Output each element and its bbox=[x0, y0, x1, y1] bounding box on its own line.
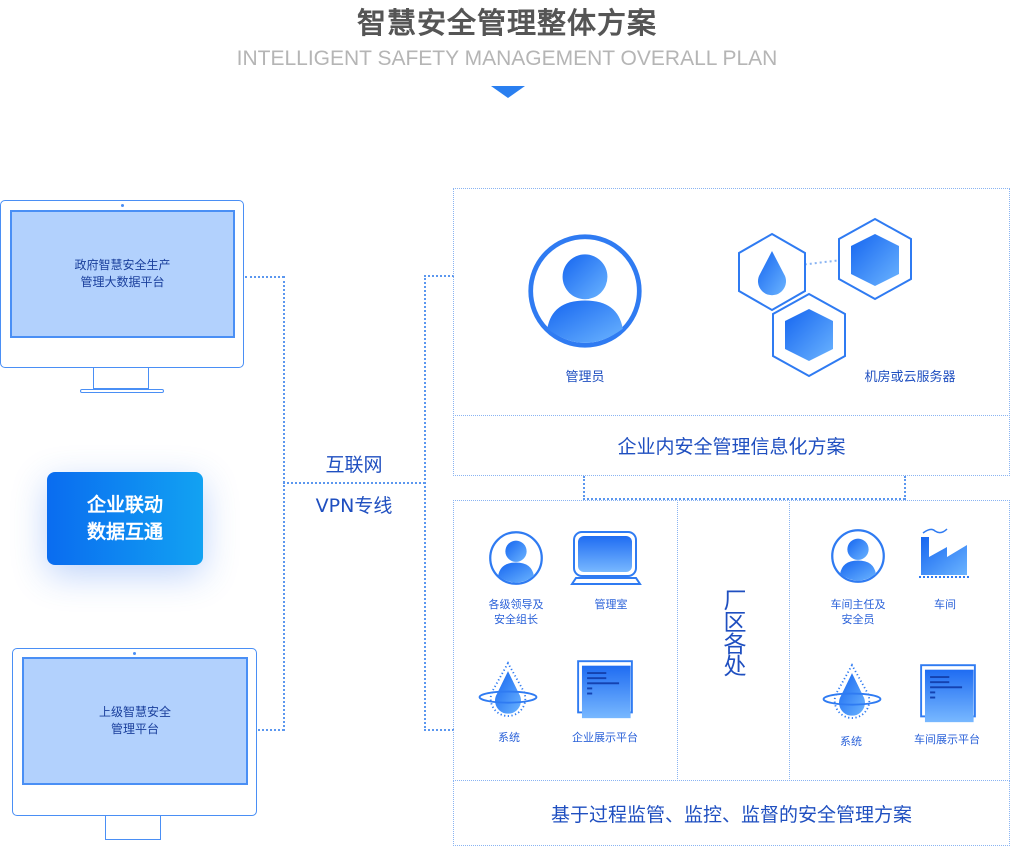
monitor-screen: 上级智慧安全管理平台 bbox=[22, 657, 248, 785]
workshop-display-label: 车间展示平台 bbox=[914, 733, 980, 746]
director-label-line: 安全员 bbox=[841, 613, 875, 626]
workshop-label: 车间 bbox=[934, 598, 956, 611]
connector bbox=[258, 729, 284, 731]
server-label: 机房或云服务器 bbox=[864, 370, 956, 385]
connector bbox=[424, 729, 454, 731]
badge-line: 数据互通 bbox=[86, 520, 163, 543]
camera-dot bbox=[133, 652, 136, 655]
camera-dot bbox=[121, 204, 124, 207]
display-platform-icon bbox=[572, 658, 638, 722]
connector bbox=[283, 276, 285, 731]
page-title: 智慧安全管理整体方案 bbox=[356, 6, 657, 40]
badge-line: 企业联动 bbox=[86, 493, 163, 516]
monitor-label: 政府智慧安全生产 bbox=[74, 258, 171, 272]
director-label-line: 车间主任及 bbox=[830, 598, 886, 611]
connector bbox=[904, 476, 906, 500]
director-icon bbox=[830, 528, 886, 584]
plant-bar: 基于过程监管、监控、监督的安全管理方案 bbox=[453, 780, 1010, 846]
director-label: 车间主任及安全员 bbox=[812, 597, 904, 627]
enterprise-bar-label: 企业内安全管理信息化方案 bbox=[617, 436, 846, 458]
connector bbox=[424, 275, 454, 277]
linkage-badge: 企业联动数据互通 bbox=[47, 472, 203, 565]
connector bbox=[245, 276, 284, 278]
display-platform-icon bbox=[915, 662, 981, 726]
connector bbox=[424, 275, 426, 731]
plant-areas-label: 厂区各处 bbox=[723, 588, 747, 680]
leader-icon bbox=[488, 530, 544, 586]
water-system-icon bbox=[821, 662, 883, 730]
monitor-stand bbox=[105, 815, 161, 840]
leader-label: 各级领导及安全组长 bbox=[470, 597, 562, 627]
monitor-stand bbox=[93, 367, 149, 389]
factory-icon bbox=[919, 528, 969, 578]
admin-icon bbox=[526, 232, 644, 350]
admin-label: 管理员 bbox=[565, 370, 605, 385]
connector bbox=[283, 482, 425, 484]
connector bbox=[583, 476, 585, 500]
water-system-icon bbox=[477, 660, 539, 728]
monitor-gov-platform: 政府智慧安全生产管理大数据平台 bbox=[0, 200, 244, 368]
vpn-label: VPN专线 bbox=[315, 495, 393, 517]
monitor-superior-platform: 上级智慧安全管理平台 bbox=[12, 648, 257, 816]
enterprise-display-label: 企业展示平台 bbox=[572, 731, 638, 744]
down-arrow-icon bbox=[491, 86, 525, 98]
monitor-screen: 政府智慧安全生产管理大数据平台 bbox=[10, 210, 235, 338]
internet-label: 互联网 bbox=[325, 454, 383, 476]
connector bbox=[583, 498, 905, 500]
server-icon bbox=[738, 217, 912, 378]
system-label: 系统 bbox=[498, 731, 520, 744]
page-subtitle: INTELLIGENT SAFETY MANAGEMENT OVERALL PL… bbox=[236, 47, 778, 70]
system-label: 系统 bbox=[840, 735, 862, 748]
leader-label-line: 安全组长 bbox=[494, 613, 538, 626]
monitor-label: 管理平台 bbox=[110, 722, 159, 736]
monitor-base bbox=[80, 389, 164, 393]
room-label: 管理室 bbox=[594, 598, 628, 611]
monitor-label: 管理大数据平台 bbox=[80, 275, 165, 289]
leader-label-line: 各级领导及 bbox=[488, 598, 544, 611]
plant-bar-label: 基于过程监管、监控、监督的安全管理方案 bbox=[550, 803, 912, 826]
monitor-label: 上级智慧安全 bbox=[98, 705, 171, 719]
enterprise-bar: 企业内安全管理信息化方案 bbox=[453, 415, 1010, 476]
laptop-icon bbox=[570, 531, 642, 585]
